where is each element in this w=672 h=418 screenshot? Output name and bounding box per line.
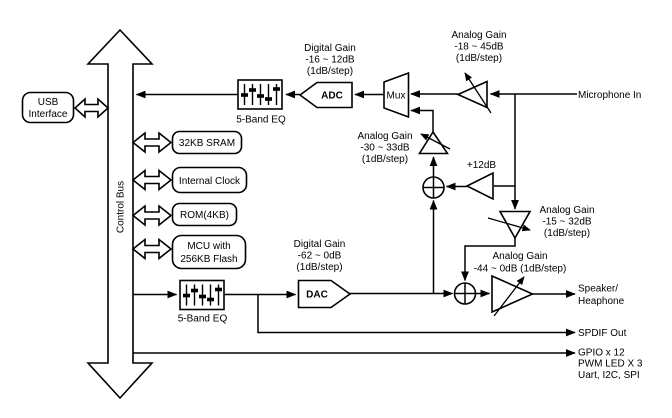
usb-label-line2: Interface [29,109,68,120]
mic-gain-line3: (1dB/step) [456,53,502,64]
dac-digital-gain-line1: Digital Gain [294,239,346,250]
boost-gain-label: +12dB [467,160,497,171]
dac-block [297,279,352,309]
digital-outputs: SPDIF Out GPIO x 12 PWM LED X 3 Uart, I2… [133,294,643,381]
wire-spdif [257,294,576,337]
output-gain-line2: -44 ~ 0dB (1dB/step) [474,264,567,275]
adc-digital-gain-line3: (1dB/step) [307,66,353,77]
line-gain-path: Analog Gain -15 ~ 32dB (1dB/step) [461,205,595,282]
adc-label: ADC [321,91,343,102]
line-gain-variable-arrow [487,217,531,232]
speaker-label-line1: Speaker/ [578,284,618,295]
mic-gain-line1: Analog Gain [451,30,506,41]
speaker-label-line2: Heaphone [578,296,625,307]
loopback-gain-line3: (1dB/step) [362,154,408,165]
wire-lineamp-to-summer2 [461,238,516,282]
mic-in-label: Microphone In [578,90,641,101]
internal-clock-box [171,166,248,194]
dac-label: DAC [306,290,328,301]
spdif-label: SPDIF Out [578,328,627,339]
control-bus: Control Bus [86,28,154,400]
mcu-label-line2: 256KB Flash [180,254,237,265]
playback-path: 5-Band EQ Digital Gain -62 ~ 0dB (1dB/st… [133,239,625,325]
sram-bus-arrow [132,132,172,153]
adc-block [298,81,353,109]
playback-eq-label: 5-Band EQ [178,314,228,325]
line-gain-line1: Analog Gain [539,205,594,216]
mux-block [383,71,410,119]
mcu-bus-arrow [132,238,172,260]
loopback-gain-line2: -30 ~ 33dB [360,143,410,154]
dac-digital-gain-line2: -62 ~ 0dB [298,251,342,262]
line-gain-amp [498,210,532,240]
dac-digital-gain-line3: (1dB/step) [296,262,342,273]
mcu-label-line1: MCU with [187,241,230,252]
record-eq-block [237,79,283,110]
internal-clock-label: Internal Clock [179,176,241,187]
usb-interface-box [21,91,75,124]
mic-input-path: Analog Gain -18 ~ 45dB (1dB/step) Microp… [410,30,641,210]
output-gain-variable-arrow [493,276,525,317]
boost-amp [465,171,494,201]
rom-label: ROM(4KB) [180,210,229,221]
sram-box [171,130,243,155]
record-eq-label: 5-Band EQ [236,115,286,126]
gpio-label-line1: GPIO x 12 [578,348,625,359]
loopback-gain-variable-arrow [420,133,451,150]
mic-gain-line2: -18 ~ 45dB [454,42,504,53]
control-bus-arrow [86,28,154,400]
adc-digital-gain-line1: Digital Gain [304,43,356,54]
usb-bus-arrow [73,97,110,119]
sram-label: 32KB SRAM [179,138,235,149]
record-path: 5-Band EQ ADC Digital Gain -16 ~ 12dB (1… [135,43,410,126]
rom-box [171,202,238,227]
output-gain-line1: Analog Gain [492,251,547,262]
loopback-gain-line1: Analog Gain [357,131,412,142]
control-bus-label: Control Bus [116,181,127,233]
gpio-label-line2: PWM LED X 3 [578,359,643,370]
mic-gain-variable-arrow [464,72,492,114]
wire-loopback-to-mux [410,106,434,132]
gpio-label-line3: Uart, I2C, SPI [578,370,640,381]
loopback-gain-amp [418,130,450,155]
usb-interface-block: USB Interface [21,91,110,124]
loopback-path: Analog Gain -30 ~ 33dB (1dB/step) +12dB [357,106,515,294]
line-gain-line2: -15 ~ 32dB [542,217,592,228]
bus-peripherals: 32KB SRAM Internal Clock ROM(4KB) MCU wi… [132,130,248,270]
playback-eq-block [179,279,225,311]
line-gain-line3: (1dB/step) [544,228,590,239]
rom-bus-arrow [132,205,172,226]
mcu-box [171,234,247,270]
output-gain-amp [491,274,535,314]
mux-label: Mux [387,91,406,102]
mic-gain-amp [456,80,488,109]
clock-bus-arrow [132,169,172,191]
usb-label-line1: USB [38,97,59,108]
adc-digital-gain-line2: -16 ~ 12dB [305,55,355,66]
